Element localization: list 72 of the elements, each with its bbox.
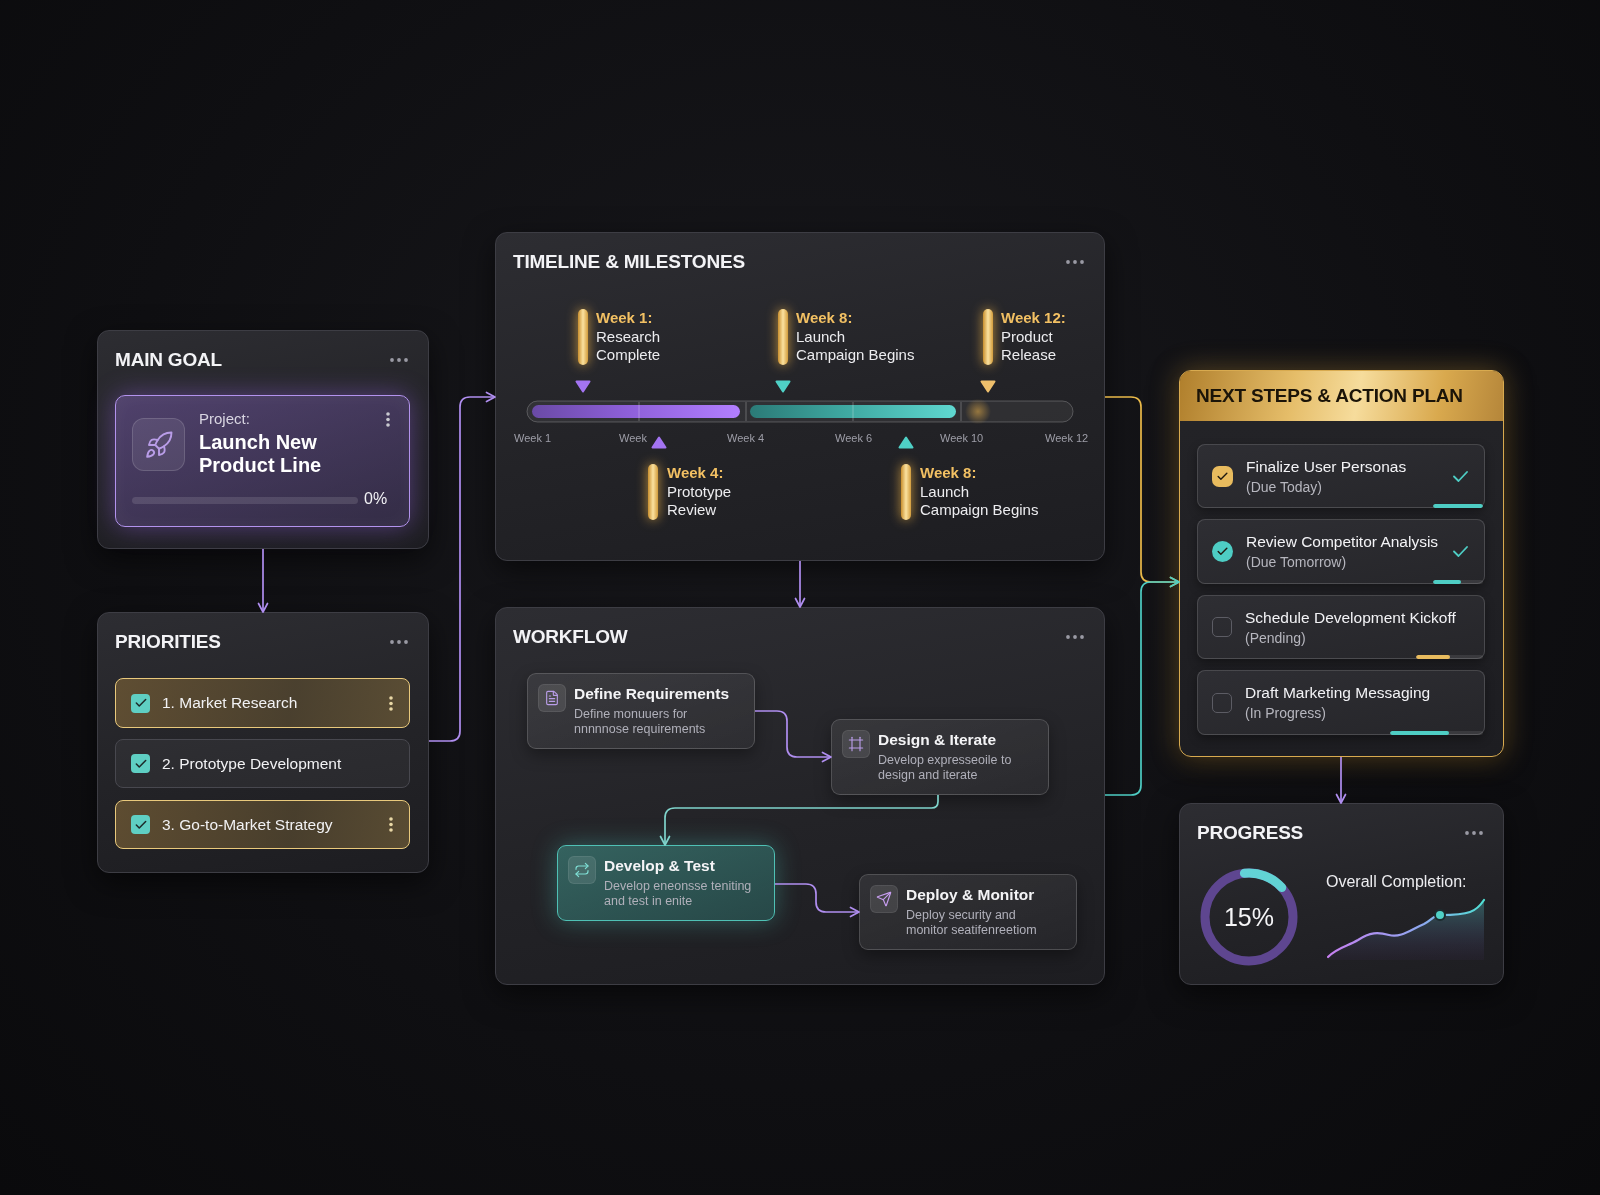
task-title: Schedule Development Kickoff — [1245, 607, 1457, 627]
week-tick-label: Week — [619, 432, 647, 445]
milestone-description: Launch Campaign Begins — [796, 328, 915, 364]
arrow-connector — [428, 391, 496, 742]
week-tick-label: Week 1 — [514, 432, 552, 445]
task-status: (Pending) — [1245, 629, 1307, 647]
chart-caption: Overall Completion: — [1326, 873, 1467, 891]
progress-panel — [1179, 803, 1504, 985]
project-title: Launch New Product Line — [199, 431, 323, 477]
step-title: Develop & Test — [604, 856, 715, 876]
arrow-connector — [754, 710, 832, 763]
priority-text: 2. Prototype Development — [162, 754, 342, 773]
task-item — [1197, 670, 1485, 735]
milestone-week-label: Week 1: — [596, 309, 653, 327]
milestone-week-label: Week 8: — [796, 309, 853, 327]
goal-panel — [97, 330, 429, 549]
task-title: Review Competitor Analysis — [1246, 532, 1440, 551]
step-title: Design & Iterate — [878, 730, 996, 750]
milestone-week-label: Week 8: — [920, 464, 977, 482]
priority-text: 1. Market Research — [162, 694, 298, 712]
task-title: Finalize User Personas — [1246, 456, 1408, 476]
task-status: (Due Today) — [1246, 478, 1323, 496]
task-title: Draft Marketing Messaging — [1245, 683, 1432, 702]
panel-title: TIMELINE & MILESTONES — [513, 250, 745, 274]
arrow-connector — [794, 560, 806, 608]
step-description: Deploy security and monitor seatifenreetiom — [906, 908, 1038, 938]
workflow-panel — [495, 607, 1105, 985]
priority-text: 3. Go-to-Market Strategy — [162, 815, 333, 834]
arrow-connector — [659, 794, 939, 846]
panel-title: MAIN GOAL — [115, 348, 222, 372]
timeline-panel — [495, 232, 1105, 561]
milestone-description: Product Release — [1001, 328, 1058, 364]
step-description: Develop eneonsse teniting and test in enite — [604, 879, 753, 909]
workflow-step-card — [831, 719, 1049, 795]
task-status: (In Progress) — [1245, 705, 1327, 722]
project-card — [115, 395, 410, 527]
priority-item — [115, 800, 410, 849]
panel-title: PROGRESS — [1197, 821, 1304, 845]
panel-title: WORKFLOW — [513, 625, 628, 649]
step-description: Develop expresseoile to design and iterate — [878, 753, 1013, 783]
project-label: Project: — [199, 410, 250, 428]
task-item — [1197, 519, 1485, 584]
milestone-description: Research Complete — [596, 328, 662, 364]
milestone-description: Launch Campaign Begins — [920, 483, 1039, 519]
arrow-connector — [1104, 576, 1180, 796]
step-description: Define monuuers for nnnnnose requirements — [574, 707, 707, 737]
arrow-connector — [774, 883, 860, 918]
week-tick-label: Week 4 — [727, 432, 765, 445]
priorities-panel — [97, 612, 429, 873]
panel-title: NEXT STEPS & ACTION PLAN — [1196, 384, 1463, 408]
step-title: Deploy & Monitor — [906, 885, 1035, 905]
arrow-connector — [1335, 756, 1347, 804]
milestone-week-label: Week 12: — [1001, 309, 1066, 327]
workflow-step-card — [859, 874, 1077, 950]
milestone-week-label: Week 4: — [667, 464, 724, 482]
percent-value: 15% — [1223, 902, 1274, 932]
milestone-description: Prototype Review — [667, 483, 733, 519]
task-item — [1197, 595, 1485, 659]
workflow-step-card — [527, 673, 755, 749]
arrow-connector — [257, 548, 269, 613]
week-tick-label: Week 10 — [940, 432, 984, 445]
week-tick-label: Week 6 — [835, 432, 873, 445]
percent-value: 0% — [364, 490, 388, 508]
step-title: Define Requirements — [574, 684, 730, 704]
workflow-step-card — [557, 845, 775, 921]
week-tick-label: Week 12 — [1045, 432, 1089, 445]
priority-item — [115, 678, 410, 728]
task-item — [1197, 444, 1485, 508]
priority-item — [115, 739, 410, 788]
action-plan-panel — [1179, 370, 1504, 757]
task-status: (Due Tomorrow) — [1246, 554, 1348, 571]
panel-title: PRIORITIES — [115, 630, 221, 654]
